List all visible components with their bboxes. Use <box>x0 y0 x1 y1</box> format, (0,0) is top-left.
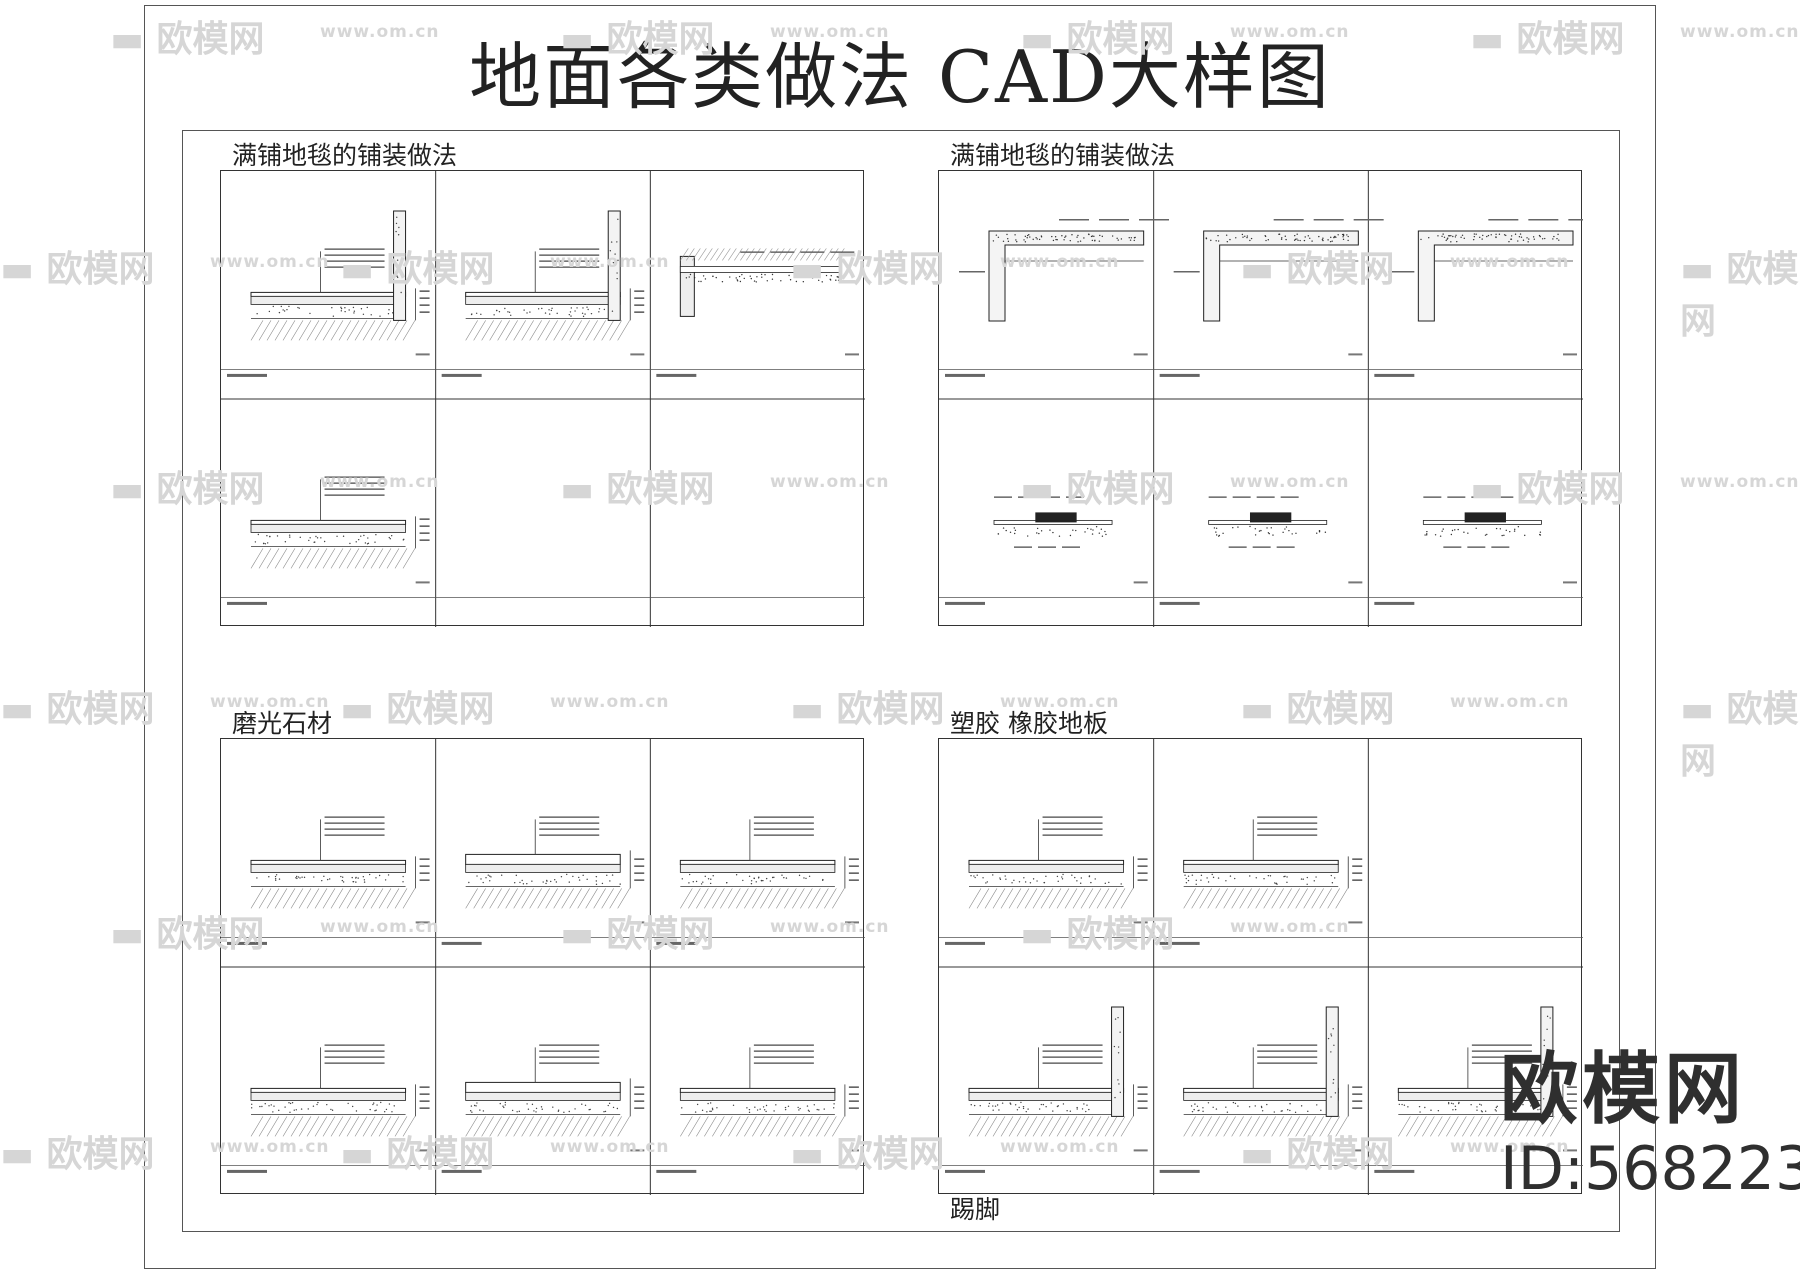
section-title-polished-stone: 磨光石材 <box>232 704 332 740</box>
page-title: 地面各类做法 CAD大样图 <box>0 18 1800 123</box>
cad-detail <box>945 496 1148 605</box>
cad-detail <box>656 248 859 377</box>
detail-panel-carpet-right <box>938 170 1582 626</box>
detail-panel-plastic-rubber <box>938 738 1582 1194</box>
cad-detail <box>945 816 1148 945</box>
brand-mark: 欧模网 ID:568223 <box>1500 1050 1800 1202</box>
cad-detail <box>656 816 859 945</box>
cad-detail <box>1160 496 1363 605</box>
watermark-logo: ▬ 欧模网 <box>0 240 155 292</box>
cad-detail <box>656 1044 859 1173</box>
detail-panel-polished-stone <box>220 738 864 1194</box>
section-title-plastic-rubber-floor: 塑胶 橡胶地板 <box>950 704 1108 740</box>
watermark-logo: ▬ 欧模网 <box>1680 680 1800 784</box>
cad-detail <box>1374 219 1583 377</box>
cad-detail <box>1160 816 1363 945</box>
cad-detail <box>442 211 645 377</box>
watermark-logo: ▬ 欧模网 <box>1680 240 1800 344</box>
section-title-skirting: 踢脚 <box>950 1190 1000 1226</box>
cad-linework <box>939 171 1583 627</box>
cad-detail <box>1160 219 1384 377</box>
section-title-carpet-right: 满铺地毯的铺装做法 <box>950 136 1175 172</box>
cad-detail <box>1374 496 1577 605</box>
watermark-url: www.om.cn <box>1680 472 1800 492</box>
cad-detail <box>227 211 430 377</box>
cad-detail <box>945 219 1169 377</box>
brand-id: ID:568223 <box>1500 1136 1800 1202</box>
cad-detail <box>227 476 430 605</box>
cad-detail <box>227 1044 430 1173</box>
cad-detail <box>227 816 430 945</box>
cad-detail <box>1160 1007 1363 1173</box>
brand-name: 欧模网 <box>1500 1050 1800 1130</box>
watermark-logo: ▬ 欧模网 <box>0 680 155 732</box>
cad-detail <box>442 816 645 945</box>
cad-linework <box>939 739 1583 1195</box>
watermark-logo: ▬ 欧模网 <box>0 1125 155 1177</box>
section-title-carpet-left: 满铺地毯的铺装做法 <box>232 136 457 172</box>
cad-linework <box>221 739 865 1195</box>
cad-detail <box>945 1007 1148 1173</box>
cad-detail <box>442 1044 645 1173</box>
detail-panel-carpet-left <box>220 170 864 626</box>
cad-linework <box>221 171 865 627</box>
